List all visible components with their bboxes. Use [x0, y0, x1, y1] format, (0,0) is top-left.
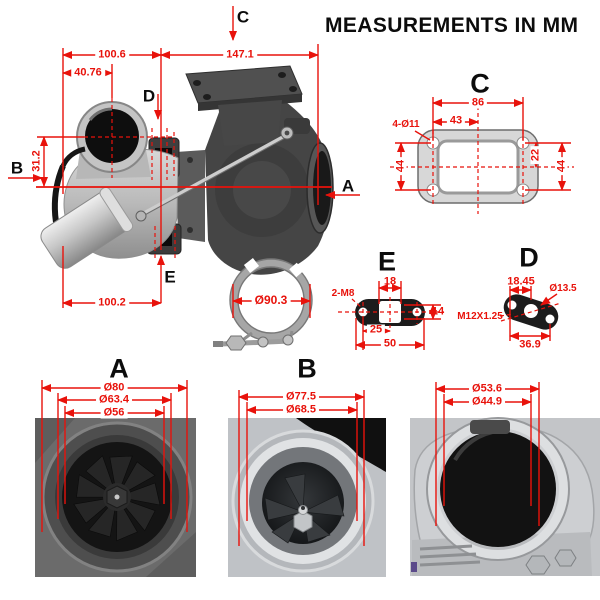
dim-d-bolt-span: 36.9: [519, 338, 541, 351]
dim-inlet-center-height: 31.2: [30, 150, 43, 172]
dim-turbine-width: 147.1: [223, 49, 257, 61]
dim-clamp-diameter: Ø90.3: [251, 294, 291, 306]
compressor-wheel: [264, 473, 345, 544]
dim-c-bolt-span-width: 86: [468, 97, 488, 109]
view-b-title: B: [297, 353, 317, 384]
view-a-title: A: [109, 353, 129, 384]
view-marker-a: A: [341, 176, 355, 196]
dim-d-bolt-offset: 18.45: [507, 275, 535, 288]
dim-c-bolt-half-width: 43: [446, 115, 466, 127]
view-a-photo: [35, 418, 196, 577]
dim-outlet-inner: Ø44.9: [469, 396, 505, 408]
dim-c-upper-bolt-offset: 22: [530, 145, 542, 165]
dim-a-outer: Ø80: [100, 382, 128, 394]
dim-e-bolt-thread: 2-M8: [331, 288, 355, 299]
section-d-title: D: [519, 242, 539, 273]
dim-e-port-width: 18: [383, 275, 397, 288]
outlet-view-dimensions: [435, 382, 540, 526]
dim-d-center-bore: Ø13.5: [549, 283, 577, 294]
section-c-title: C: [470, 68, 490, 99]
dim-e-bolt-offset: 25: [366, 324, 386, 336]
section-c-dimensions: [390, 97, 574, 214]
turbine-wheel: [73, 455, 161, 542]
dim-a-middle: Ø63.4: [96, 394, 132, 406]
view-marker-c: C: [236, 7, 250, 27]
dim-e-bolt-span: 50: [380, 338, 400, 350]
dim-e-port-height: 14: [431, 305, 445, 318]
dim-base-width: 100.2: [95, 297, 129, 309]
dim-compressor-width: 100.6: [95, 49, 129, 61]
section-e-title: E: [377, 246, 397, 277]
outlet-view-photo: [410, 417, 600, 576]
page-title: MEASUREMENTS IN MM: [325, 14, 579, 37]
dim-a-inner: Ø56: [100, 407, 128, 419]
main-view-dimensions: [8, 6, 360, 308]
dim-outlet-outer: Ø53.6: [469, 383, 505, 395]
dim-c-bolt-holes: 4-Ø11: [392, 119, 420, 130]
dim-c-right-bolt-span: 44: [556, 156, 568, 176]
section-d-dimensions: [499, 286, 562, 341]
dim-c-left-bolt-span: 44: [395, 156, 407, 176]
dim-b-outer: Ø77.5: [283, 391, 319, 403]
view-marker-e: E: [164, 267, 176, 287]
dim-d-thread: M12X1.25: [457, 311, 503, 322]
dim-inlet-center-offset: 40.76: [71, 67, 105, 79]
view-marker-b: B: [10, 158, 24, 178]
view-marker-d: D: [142, 86, 156, 106]
dim-b-inner: Ø68.5: [283, 404, 319, 416]
view-b-photo: [228, 418, 386, 577]
